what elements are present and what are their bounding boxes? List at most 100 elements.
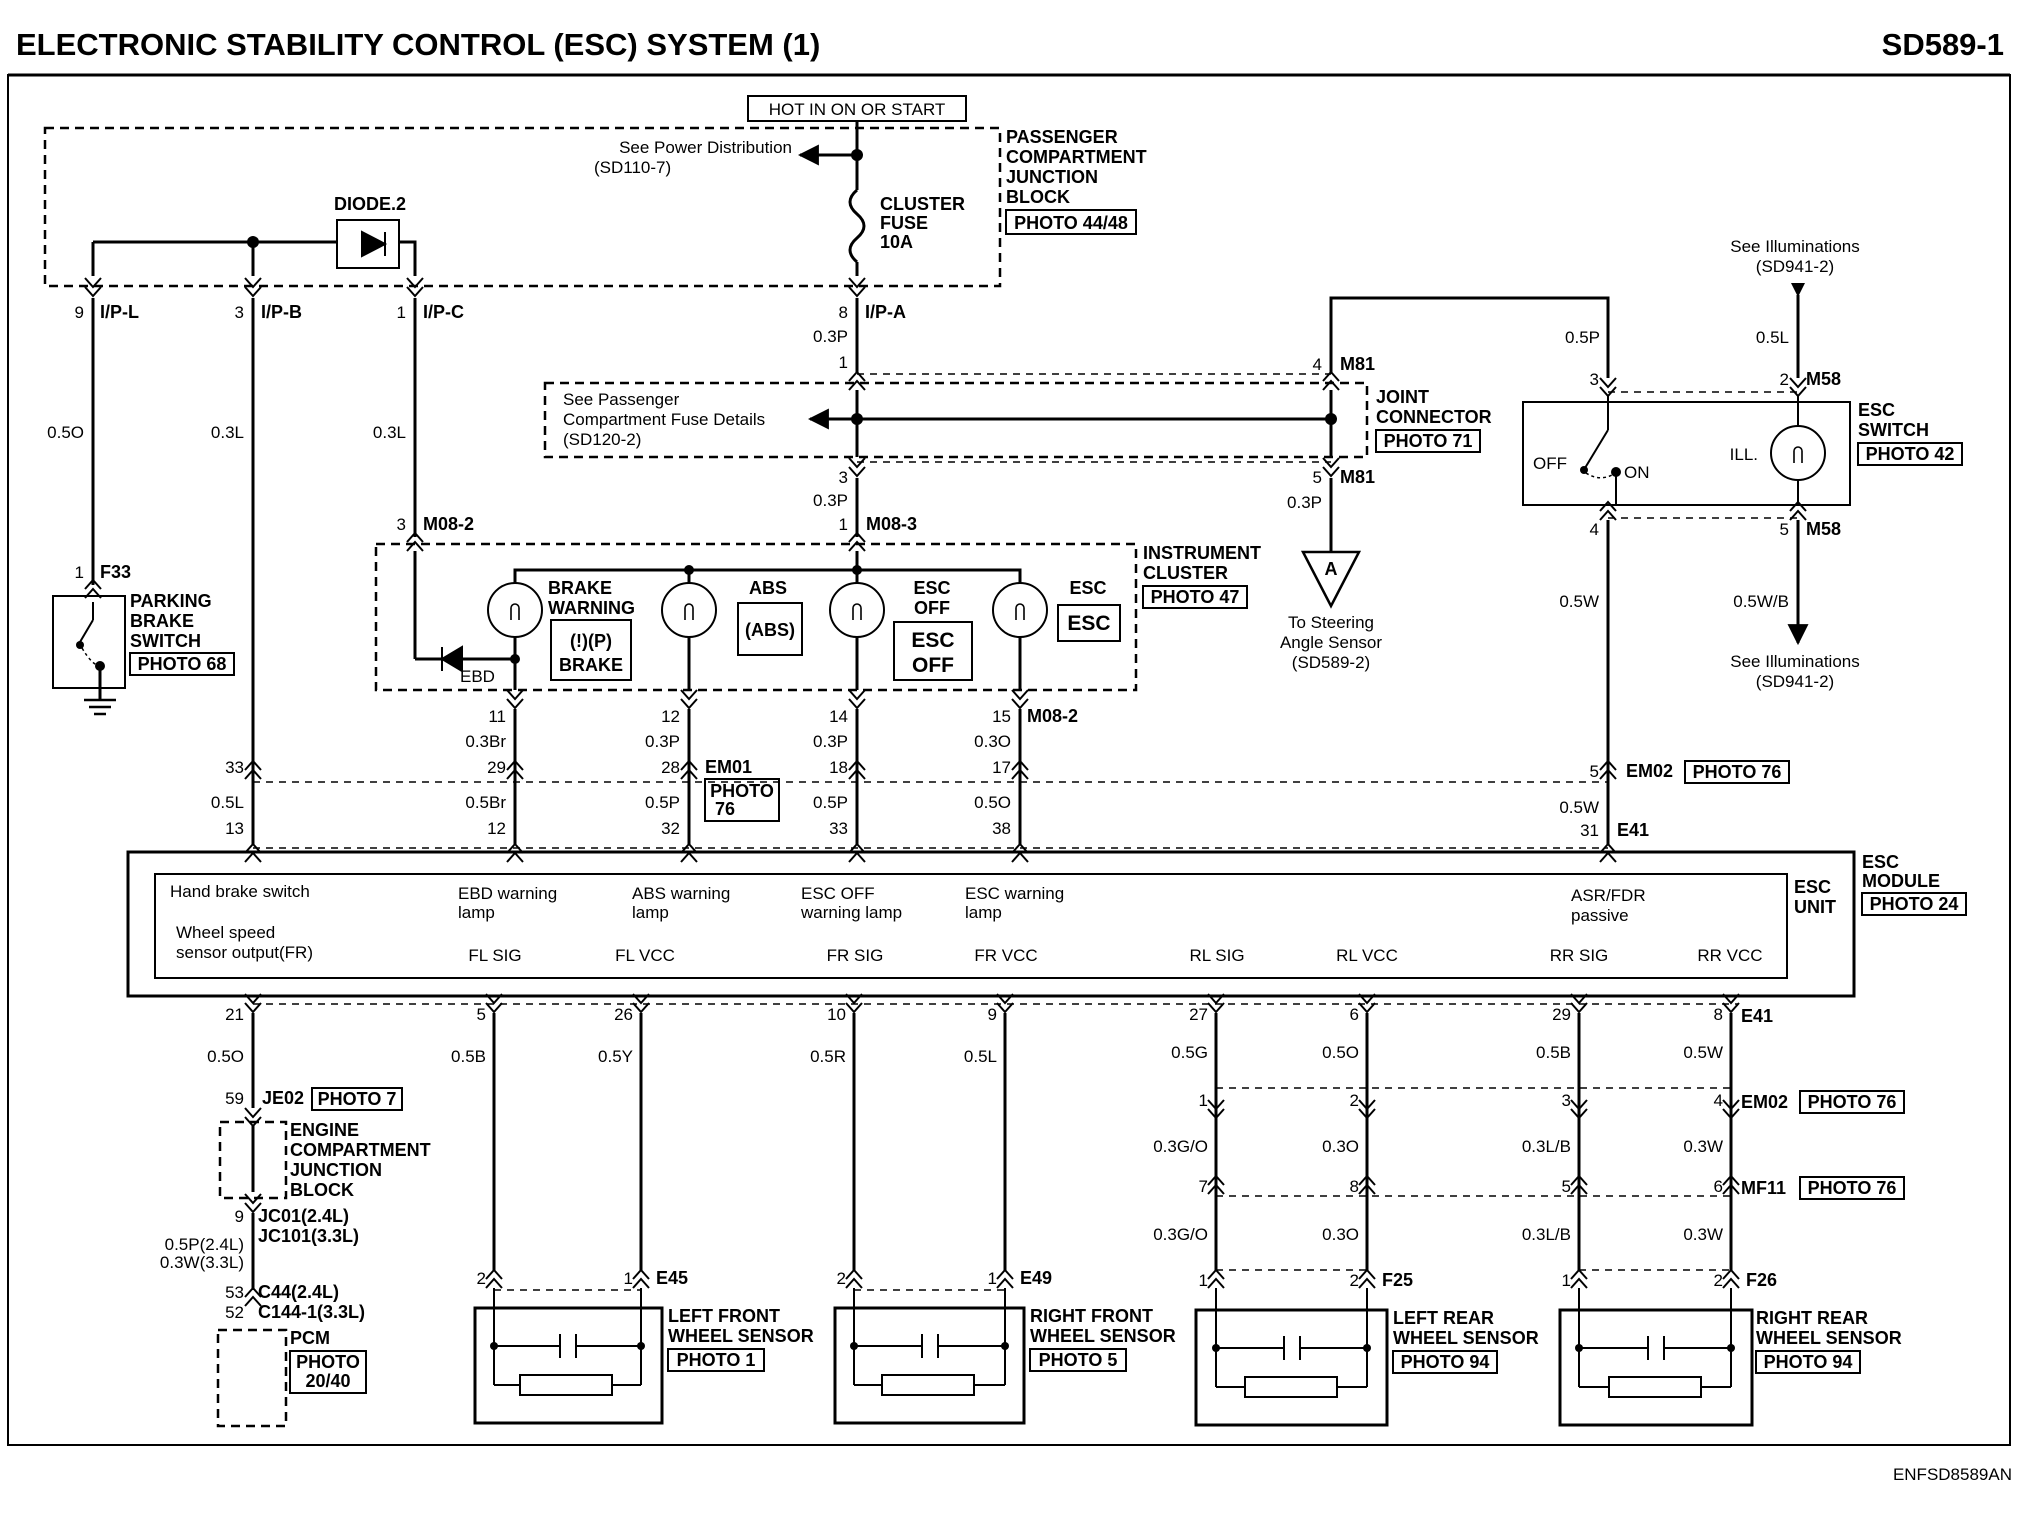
brake-icon-box — [550, 619, 632, 681]
cluster-out-pin-11: 11 — [488, 707, 506, 726]
rf-name-1: RIGHT FRONT — [1030, 1306, 1153, 1326]
wire-label-w1: 0.5O — [47, 423, 84, 442]
fn-ebd-2: lamp — [458, 903, 495, 922]
mf11-pin-8: 8 — [1350, 1177, 1359, 1196]
em01-connectors — [244, 760, 1617, 780]
wire-label-w16: 0.5O — [974, 793, 1011, 812]
em01-photo-box — [704, 778, 780, 822]
lr-photo-box — [1392, 1350, 1498, 1374]
wire-label-w14: 0.5P — [645, 793, 680, 812]
rr-photo: PHOTO 94 — [1764, 1352, 1853, 1372]
wire-label-w19: 0.3P — [645, 732, 680, 751]
fn-asr-2: passive — [1571, 906, 1629, 925]
module-photo-box — [1861, 892, 1967, 916]
parking-name-3: SWITCH — [130, 631, 201, 651]
fn-esc-1: ESC warning — [965, 884, 1064, 903]
mid-wire-3: 0.3W — [1683, 1137, 1723, 1156]
illum-bot-1: See Illuminations — [1730, 652, 1859, 671]
low-wire-1: 0.3O — [1322, 1225, 1359, 1244]
vcc-fr: FR VCC — [974, 946, 1037, 965]
abs-icon-symbol: (ABS) — [745, 620, 795, 640]
cluster-photo: PHOTO 47 — [1151, 587, 1240, 607]
e41-bot-pin-21: 21 — [225, 1005, 244, 1024]
esc-switch-name-1: ESC — [1858, 400, 1895, 420]
rr-pin-1: 1 — [1562, 1271, 1571, 1290]
c144-conn: C144-1(3.3L) — [258, 1302, 365, 1322]
em02-bot-conn: EM02 — [1741, 1092, 1788, 1112]
ipb-label: I/P-B — [261, 302, 302, 322]
ejb-name-1: ENGINE — [290, 1120, 359, 1140]
esc-switch-off-contact — [1580, 466, 1588, 474]
jc-pin-3: 3 — [839, 468, 848, 487]
steering-line-3: (SD589-2) — [1292, 653, 1370, 672]
lf-name-2: WHEEL SENSOR — [668, 1326, 814, 1346]
ipa-label: I/P-A — [865, 302, 906, 322]
em01-pin-28: 28 — [661, 758, 680, 777]
esc-off-bulb-icon — [829, 582, 885, 638]
mid-wire-2: 0.3L/B — [1522, 1137, 1571, 1156]
em02-bot-photo: PHOTO 76 — [1808, 1092, 1897, 1112]
fn-abs-2: lamp — [632, 903, 669, 922]
ejb-name-3: JUNCTION — [290, 1160, 382, 1180]
vcc-fl: FL VCC — [615, 946, 675, 965]
esc-label: ESC — [1069, 578, 1106, 598]
ipl-label: I/P-L — [100, 302, 139, 322]
m81-feed — [1329, 296, 1610, 378]
m58-pin3-connector-icon — [1599, 377, 1617, 397]
vcc-rl: RL VCC — [1336, 946, 1398, 965]
cluster-out-conn: M08-2 — [1027, 706, 1078, 726]
diode-wire-right — [399, 240, 417, 276]
lr-pin-1: 1 — [1199, 1271, 1208, 1290]
fn-escoff-2: warning lamp — [800, 903, 902, 922]
e41-bot-pin-8: 8 — [1714, 1005, 1723, 1024]
m08-3-pin: 1 — [839, 515, 848, 534]
unit-name-2: UNIT — [1794, 897, 1836, 917]
lf-conn: E45 — [656, 1268, 688, 1288]
m58-pin4: 4 — [1590, 520, 1599, 539]
wire-label-w6: 0.3P — [1287, 493, 1322, 512]
lr-name-2: WHEEL SENSOR — [1393, 1328, 1539, 1348]
passenger-junction-block — [43, 126, 1002, 288]
c44-conn: C44(2.4L) — [258, 1282, 339, 1302]
rr-name-1: RIGHT REAR — [1756, 1308, 1868, 1328]
m08-3-conn: M08-3 — [866, 514, 917, 534]
m08-2-pin: 3 — [397, 515, 406, 534]
fn-ebd-1: EBD warning — [458, 884, 557, 903]
em01-photo-1: PHOTO — [710, 781, 774, 801]
rr-name-2: WHEEL SENSOR — [1756, 1328, 1902, 1348]
wire-label-w2: 0.3L — [211, 423, 244, 442]
e41-bot-pin-6: 6 — [1350, 1005, 1359, 1024]
esc-off-label-1: ESC — [913, 578, 950, 598]
steering-line-2: Angle Sensor — [1280, 633, 1382, 652]
page-title: ELECTRONIC STABILITY CONTROL (ESC) SYSTE… — [16, 27, 820, 62]
lr-pin-2: 2 — [1350, 1271, 1359, 1290]
lf-photo: PHOTO 1 — [677, 1350, 756, 1370]
em02-pin-2: 2 — [1350, 1091, 1359, 1110]
joint-name-2: CONNECTOR — [1376, 407, 1492, 427]
wire-label-w17: 0.5W — [1559, 798, 1599, 817]
em01-photo-2: 76 — [715, 799, 735, 819]
wire-label-w21: 0.3O — [974, 732, 1011, 751]
e41-bot-pin-26: 26 — [614, 1005, 633, 1024]
m81-bottom-connector-icon — [1322, 457, 1340, 477]
cluster-photo-box — [1142, 585, 1248, 609]
wire-label-w9: 0.5W — [1559, 592, 1599, 611]
rf-conn: E49 — [1020, 1268, 1052, 1288]
fuse-details-block — [543, 381, 1369, 459]
see-power-ref: (SD110-7) — [594, 158, 671, 177]
vcc-rr: RR VCC — [1697, 946, 1762, 965]
cluster-fuse-icon — [848, 188, 866, 264]
parking-photo-box — [129, 652, 235, 676]
wire-label-w4: 0.3P — [813, 327, 848, 346]
esc-unit — [154, 873, 1788, 979]
m58-pin5: 5 — [1780, 520, 1789, 539]
c44-pin: 53 — [225, 1283, 244, 1302]
brake-icon-text: BRAKE — [559, 655, 623, 675]
m81-conn-top: M81 — [1340, 354, 1375, 374]
cluster-name-2: CLUSTER — [1143, 563, 1228, 583]
bot-wire-0: 0.5O — [207, 1047, 244, 1066]
rr-pin-2: 2 — [1714, 1271, 1723, 1290]
mf11-photo-box — [1799, 1176, 1905, 1200]
fuse-details-1: See Passenger — [563, 390, 680, 409]
em02-top-photo-box — [1684, 760, 1790, 784]
